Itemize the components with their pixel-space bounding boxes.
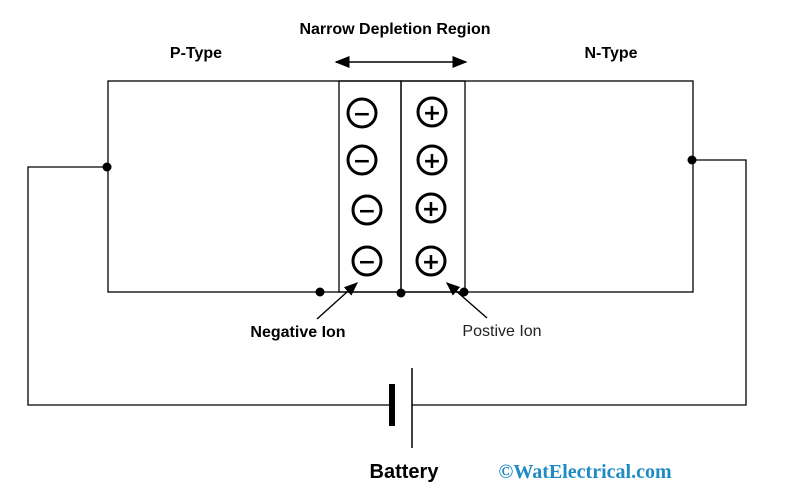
battery-short-plate bbox=[389, 384, 395, 426]
negative-ion-arrow bbox=[316, 282, 359, 320]
positive-ion-symbol: + bbox=[423, 101, 441, 126]
negative-ion-pointer-dot bbox=[315, 287, 325, 297]
battery-symbol bbox=[389, 368, 413, 448]
positive-ion: + bbox=[415, 245, 447, 277]
positive-ion-pointer-dot bbox=[459, 287, 469, 297]
negative-ion-symbol: − bbox=[353, 149, 371, 174]
positive-ion-symbol: + bbox=[423, 149, 441, 174]
watermark-text: ©WatElectrical.com bbox=[498, 461, 672, 483]
positive-ion-arrow bbox=[445, 282, 488, 319]
left-circuit-wire bbox=[27, 166, 392, 406]
right-circuit-wire bbox=[412, 159, 747, 406]
positive-ion: + bbox=[416, 144, 448, 176]
positive-ion-symbol: + bbox=[422, 250, 440, 275]
negative-ion: − bbox=[351, 245, 383, 277]
negative-ion-label: Negative Ion bbox=[250, 324, 345, 341]
negative-ion: − bbox=[346, 97, 378, 129]
negative-ion-symbol: − bbox=[358, 250, 376, 275]
junction-dot bbox=[396, 288, 406, 298]
positive-ion: + bbox=[415, 192, 447, 224]
negative-ion-symbol: − bbox=[353, 102, 371, 127]
n-type-label: N-Type bbox=[584, 45, 637, 62]
negative-ions: − − − − bbox=[346, 97, 383, 277]
positive-ion: + bbox=[416, 96, 448, 128]
positive-ions: + + + + bbox=[415, 96, 448, 277]
negative-ion-symbol: − bbox=[358, 199, 376, 224]
positive-ion-label: Postive Ion bbox=[462, 323, 541, 340]
battery-label: Battery bbox=[370, 461, 440, 483]
depletion-region-title: Narrow Depletion Region bbox=[299, 21, 490, 38]
positive-ion-symbol: + bbox=[422, 197, 440, 222]
negative-ion: − bbox=[346, 144, 378, 176]
p-type-label: P-Type bbox=[170, 45, 222, 62]
positive-ion-column bbox=[400, 80, 466, 293]
negative-ion: − bbox=[351, 194, 383, 226]
